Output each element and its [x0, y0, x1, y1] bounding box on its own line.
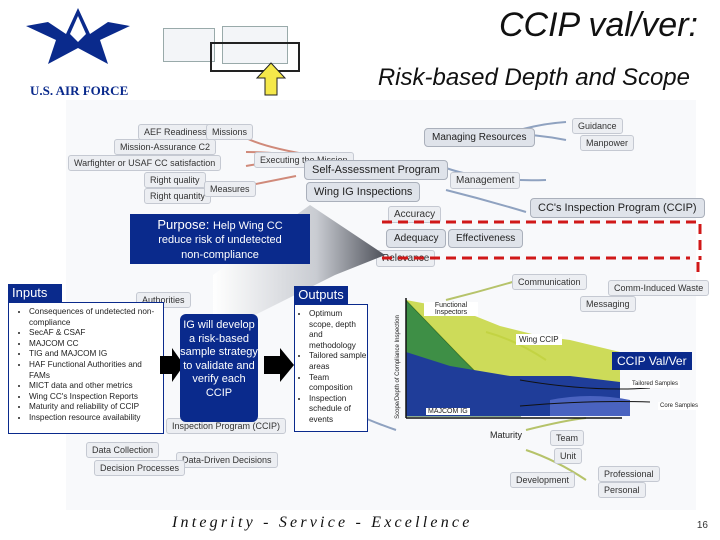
scope-depth-chart: Scope/Depth of Compliance Inspection Fun…: [390, 296, 718, 444]
list-item: Team composition: [309, 373, 367, 394]
mindmap-node: AEF Readiness: [138, 124, 213, 140]
list-item: Optimum scope, depth and methodology: [309, 309, 367, 351]
mindmap-node: Warfighter or USAF CC satisfaction: [68, 155, 222, 171]
list-item: Inspection resource availability: [29, 413, 163, 424]
process-thumbnail-highlight: [210, 42, 300, 72]
list-item: Maturity and reliability of CCIP: [29, 402, 163, 413]
mindmap-node: Guidance: [572, 118, 623, 134]
mindmap-node: Managing Resources: [424, 128, 535, 147]
page-number: 16: [696, 520, 708, 531]
list-item: TIG and MAJCOM IG: [29, 349, 163, 360]
mindmap-node: Management: [450, 172, 521, 189]
purpose-line3: non-compliance: [181, 249, 259, 261]
air-force-wings-icon: [26, 8, 130, 64]
mindmap-node: Effectiveness: [448, 229, 524, 248]
mindmap-node: Professional: [598, 466, 660, 482]
ccip-valver-line: [519, 379, 651, 390]
outputs-header: Outputs: [294, 286, 348, 304]
mindmap-node: Adequacy: [386, 229, 447, 248]
inputs-header: Inputs: [8, 284, 62, 302]
purpose-value: Help Wing CC: [212, 220, 283, 232]
mindmap-node: Mission-Assurance C2: [114, 139, 217, 155]
purpose-panel: Purpose: Help Wing CC reduce risk of und…: [130, 214, 310, 264]
chart-annotation: CCIP Val/Ver: [612, 352, 692, 370]
mindmap-node: Self-Assessment Program: [304, 160, 448, 180]
series-label: MAJCOM IG: [426, 408, 470, 415]
ccip-valver-core-band: [550, 396, 630, 416]
mindmap-node: Measures: [204, 181, 256, 197]
mindmap-node: Decision Processes: [94, 460, 186, 476]
list-item: MICT data and other metrics: [29, 381, 163, 392]
list-item: Tailored sample areas: [309, 351, 367, 372]
outputs-list-panel: Optimum scope, depth and methodology Tai…: [294, 304, 368, 432]
process-thumbnail: [222, 26, 288, 64]
outputs-list: Optimum scope, depth and methodology Tai…: [295, 309, 367, 426]
list-item: Wing CC's Inspection Reports: [29, 392, 163, 403]
inputs-list: Consequences of undetected non-complianc…: [9, 307, 163, 424]
mindmap-node: Unit: [554, 448, 583, 464]
footer-motto: Integrity - Service - Excellence: [172, 514, 473, 531]
page-subtitle: Risk-based Depth and Scope: [377, 64, 690, 91]
inputs-list-panel: Consequences of undetected non-complianc…: [8, 302, 164, 434]
chart-annotation: Core Samples: [658, 402, 701, 410]
series-label: Wing CCIP: [516, 334, 562, 345]
mindmap-node: Right quantity: [144, 188, 212, 204]
mindmap-node: Personal: [598, 482, 646, 498]
mindmap-node: Data Collection: [86, 442, 160, 458]
list-item: HAF Functional Authorities and FAMs: [29, 360, 163, 381]
chart-ylabel: Scope/Depth of Compliance Inspection: [395, 315, 401, 419]
purpose-label: Purpose:: [157, 217, 210, 232]
process-box: IG will develop a risk-based sample stra…: [180, 314, 258, 422]
mindmap-node: CC's Inspection Program (CCIP): [530, 198, 705, 218]
mindmap-node: Data-Driven Decisions: [176, 452, 278, 468]
air-force-logo: U.S. AIR FORCE: [18, 4, 138, 98]
logo-text: U.S. AIR FORCE: [30, 83, 129, 98]
mindmap-node: Communication: [512, 274, 587, 290]
chart-annotation: Tailored Samples: [630, 380, 681, 388]
yellow-up-arrow-icon: [255, 62, 287, 96]
mindmap-node: Comm-Induced Waste: [608, 280, 710, 296]
chart-svg: [405, 298, 651, 419]
mindmap-node: Wing IG Inspections: [306, 182, 421, 202]
list-item: Consequences of undetected non-complianc…: [29, 307, 163, 328]
page-title: CCIP val/ver:: [498, 6, 698, 44]
chart-xlabel: Maturity: [490, 430, 523, 440]
purpose-line2: reduce risk of undetected: [158, 234, 282, 246]
inputs-to-process-arrow-icon: [160, 348, 184, 382]
mindmap-node: Manpower: [580, 135, 635, 151]
highlight-dashed-box: [382, 220, 702, 274]
process-thumbnail: [163, 28, 215, 62]
mindmap-node: Missions: [206, 124, 254, 140]
mindmap-node: Development: [510, 472, 576, 488]
mindmap-node: Team: [550, 430, 585, 446]
list-item: SecAF & CSAF: [29, 328, 163, 339]
mindmap-node: Messaging: [580, 296, 636, 312]
list-item: MAJCOM CC: [29, 339, 163, 350]
mindmap-node: Right quality: [144, 172, 206, 188]
ccip-valver-line: [519, 401, 651, 407]
series-label: Functional Inspectors: [424, 302, 478, 316]
process-to-outputs-arrow-icon: [264, 348, 294, 382]
list-item: Inspection schedule of events: [309, 394, 367, 426]
